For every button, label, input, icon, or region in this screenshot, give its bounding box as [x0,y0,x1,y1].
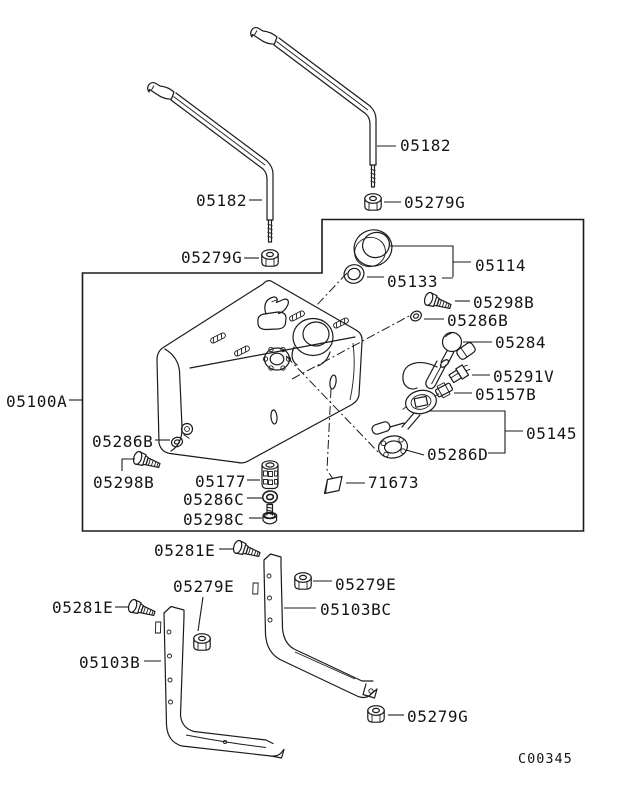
bolt-05298c-drawing [262,503,278,525]
part-label-05103b: 05103B [79,653,140,672]
gasket-05286d-drawing [377,435,409,459]
part-label-05182-upper-right: 05182 [400,136,451,155]
part-label-05145: 05145 [526,424,577,443]
part-label-05133: 05133 [387,272,438,291]
drawing-code: C00345 [518,751,573,767]
bolt-05281e-left [126,597,158,620]
connector-05291v-drawing [448,364,471,384]
nut-05279g-left [261,249,279,267]
part-label-05114: 05114 [475,256,526,275]
bracket-05103bc-drawing [252,553,378,699]
part-label-05298b-left: 05298B [93,473,154,492]
assembly-boundary-box [81,218,585,532]
upper-strap-left-drawing [147,82,274,243]
nut-05279e-left [193,633,211,651]
part-label-05157b: 05157B [475,385,536,404]
nut-05279g-right [364,193,382,211]
part-label-05286b-right: 05286B [447,311,508,330]
part-label-05286b-left: 05286B [92,432,153,451]
part-label-05103bc: 05103BC [320,600,392,619]
clamp-05157b-drawing [434,382,454,399]
nut-05279e-right [294,572,312,590]
fuel-tank-drawing [156,280,363,464]
valve-05177-drawing [261,460,279,490]
filler-ring-drawing [343,264,365,284]
part-label-05279e-left: 05279E [173,577,234,596]
oring-05286c-drawing [261,489,279,505]
part-label-05100a: 05100A [6,392,67,411]
filler-cap-drawing [353,229,393,268]
plate-71673-drawing [323,475,343,495]
reference-lines [285,272,412,480]
part-label-05281e-top: 05281E [154,541,215,560]
part-label-71673: 71673 [368,473,419,492]
bolt-05281e-top [231,538,263,561]
part-label-05182-upper-left: 05182 [196,191,247,210]
part-label-05279g-upper-right: 05279G [404,193,465,212]
part-label-05298b-right: 05298B [473,293,534,312]
sender-assembly-drawing [371,331,476,435]
part-label-05279e-right: 05279E [335,575,396,594]
bracket-05103b-drawing [154,605,285,759]
part-label-05298c: 05298C [183,510,244,529]
washer-05286b-left [169,435,185,449]
bolt-05298b-left [131,449,163,472]
part-label-05286c: 05286C [183,490,244,509]
washer-05286b-right [408,308,424,324]
part-label-05286d: 05286D [427,445,488,464]
part-label-05281e-left: 05281E [52,598,113,617]
part-label-05291v: 05291V [493,367,554,386]
part-label-05279g-bottom: 05279G [407,707,468,726]
leader-lines [69,145,523,716]
part-label-05177: 05177 [195,472,246,491]
part-label-05279g-upper-left: 05279G [181,248,242,267]
part-label-05284: 05284 [495,333,546,352]
bolt-05298b-right [422,290,454,313]
nut-05279g-bottom [367,705,385,723]
